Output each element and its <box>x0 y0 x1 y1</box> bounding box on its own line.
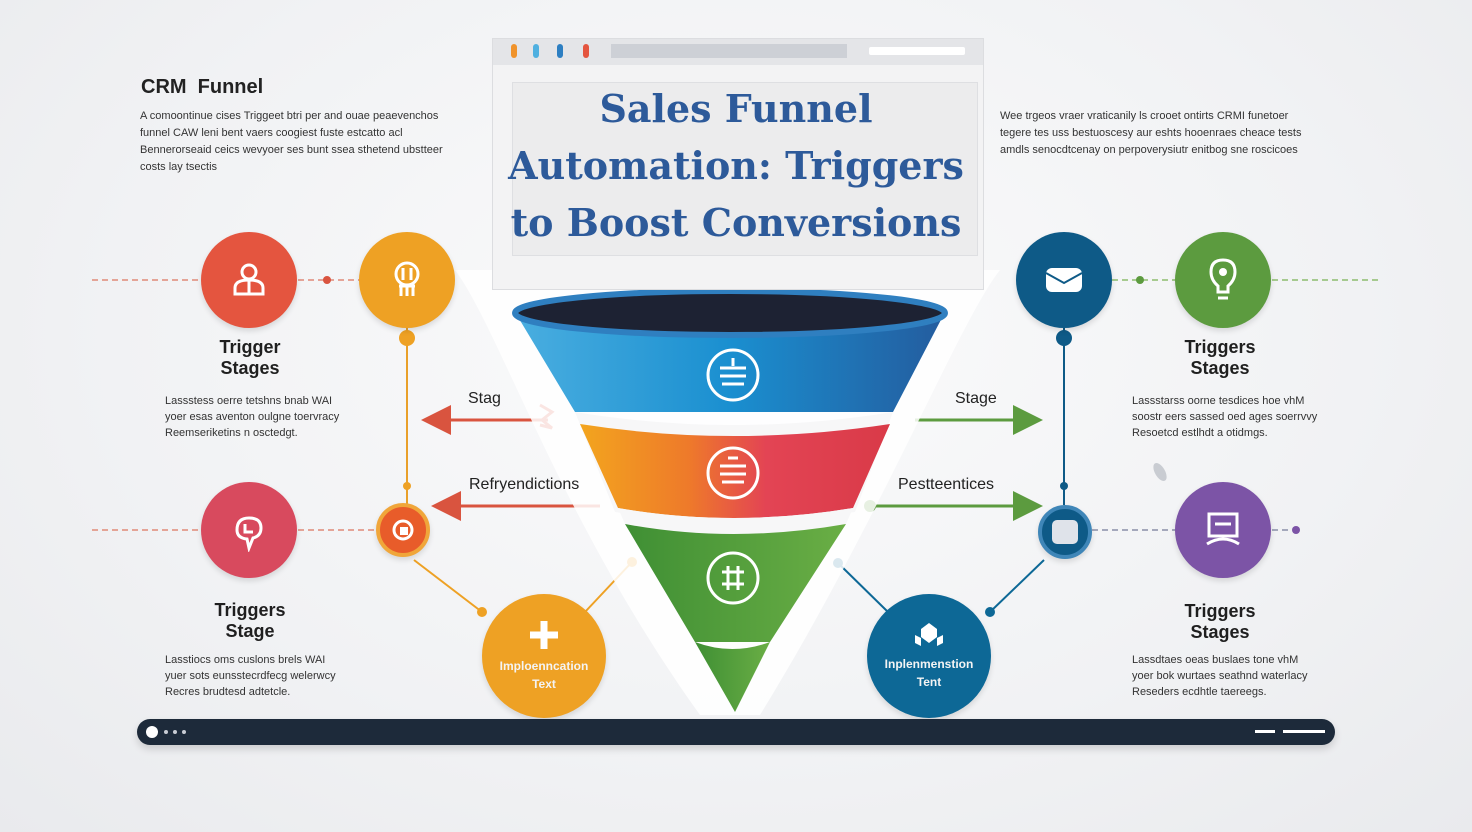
dot-icon <box>182 730 186 734</box>
desc-line: yoer esas aventon oulgne toervracy <box>165 411 340 423</box>
brain-icon <box>235 516 263 552</box>
lightbulb-icon <box>1209 258 1237 300</box>
dot-icon <box>173 730 177 734</box>
node-top-left[interactable] <box>201 232 297 328</box>
intro-line: A comoontinue cises Triggeet btri per an… <box>140 110 439 122</box>
node-top-orange[interactable] <box>359 232 455 328</box>
label-line: Stages <box>1190 622 1250 642</box>
desc-line: Resoetcd estlhdt a otidmgs. <box>1132 427 1268 439</box>
title-line: to Boost Conversions <box>510 200 962 245</box>
intro-line: costs lay tsectis <box>140 161 218 173</box>
browser-titlebar <box>493 39 983 65</box>
progress-track[interactable] <box>1283 730 1325 733</box>
node-label-bottom-left: Triggers Stage <box>180 600 320 642</box>
label-line: Stage <box>225 621 275 641</box>
node-desc-far-right-top: Lassstarss oorne tesdices hoe vhM soostr… <box>1132 393 1342 441</box>
gear-icon <box>392 519 414 541</box>
intro-line: Bennerorseaid ceics wevyoer ses bunt sse… <box>140 144 443 156</box>
window-dot-icon <box>583 44 589 58</box>
intro-line: tegere tes uss bestuoscesy aur eshts hoo… <box>1000 127 1302 139</box>
lock-icon <box>394 261 420 296</box>
progress-mark-icon <box>1255 730 1275 733</box>
list-icon <box>706 348 760 402</box>
bubble-right[interactable]: Inplenmenstion Tent <box>867 594 991 718</box>
node-bottom-right[interactable] <box>1175 482 1271 578</box>
intro-line: Wee trgeos vraer vraticanily ls crooet o… <box>1000 110 1289 122</box>
node-desc-bottom-left: Lasstiocs oms cuslons brels WAI yuer sot… <box>165 652 365 700</box>
play-dot-icon[interactable] <box>146 726 158 738</box>
address-bar-secondary <box>869 47 965 55</box>
title-line: Automation: Triggers <box>508 143 964 188</box>
person-icon <box>233 263 265 296</box>
dot-icon <box>164 730 168 734</box>
bubble-left[interactable]: Imploenncation Text <box>482 594 606 718</box>
node-far-right-top[interactable] <box>1175 232 1271 328</box>
desc-line: Reseders ecdhtle taereegs. <box>1132 686 1267 698</box>
title-line: Sales Funnel <box>599 86 873 131</box>
label-line: Stages <box>220 358 280 378</box>
square-icon <box>1052 520 1078 544</box>
window-dot-icon <box>533 44 539 58</box>
desc-line: Lassdtaes oeas buslaes tone vhM <box>1132 654 1299 666</box>
desc-line: Lasstiocs oms cuslons brels WAI <box>165 654 326 666</box>
node-desc-top-left: Lassstess oerre tetshns bnab WAI yoer es… <box>165 393 365 441</box>
desc-line: yuer sots eunsstecrdfecg welerwcy <box>165 670 336 682</box>
funnel <box>512 288 948 712</box>
bubble-right-text: Inplenmenstion Tent <box>885 655 974 691</box>
arrow-label-right-upper: Stage <box>955 390 997 407</box>
node-bottom-left[interactable] <box>201 482 297 578</box>
label-line: Triggers <box>1184 337 1256 357</box>
funnel-layer-middle <box>580 424 890 518</box>
node-small-blue[interactable] <box>1038 505 1092 559</box>
label-line: Triggers <box>1184 601 1256 621</box>
desc-line: Reemseriketins n osctedgt. <box>165 427 298 439</box>
funnel-layer-top <box>515 312 945 412</box>
decor-shape <box>1153 462 1167 482</box>
desc-line: yoer bok wurtaes seathnd waterlacy <box>1132 670 1308 682</box>
guide-lines <box>92 276 1378 534</box>
bottom-toolbar <box>137 719 1335 745</box>
boxes-icon <box>915 623 943 646</box>
arrow-label-right-lower: Pestteentices <box>898 476 995 493</box>
intro-line: amdls senocdtcenay on perpoverysiutr eni… <box>1000 144 1298 156</box>
desc-line: Lassstarss oorne tesdices hoe vhM <box>1132 395 1305 407</box>
intro-line: funnel CAW leni bent vaers coogiest fust… <box>140 127 403 139</box>
desc-line: Lassstess oerre tetshns bnab WAI <box>165 395 333 407</box>
desc-line: soostr eers sassed oed ages soerrvvy <box>1132 411 1318 423</box>
label-line: Trigger <box>219 337 281 357</box>
bubble-line: Imploenncation <box>499 659 589 673</box>
window-dot-icon <box>511 44 517 58</box>
grid-icon <box>706 551 760 605</box>
desc-line: Recres brudtesd adtetcle. <box>165 686 291 698</box>
monitor-icon <box>1206 512 1240 546</box>
mail-icon <box>1045 268 1083 292</box>
left-intro-text: A comoontinue cises Triggeet btri per an… <box>140 108 490 176</box>
title-panel <box>512 82 978 256</box>
bubble-left-text: Imploenncation Text <box>500 657 589 693</box>
vertical-connectors <box>399 322 1072 505</box>
address-bar[interactable] <box>611 44 847 58</box>
bubble-line: Inplenmenstion <box>884 657 974 671</box>
label-line: Triggers <box>214 600 286 620</box>
bubble-line: Tent <box>916 675 942 689</box>
node-desc-bottom-right: Lassdtaes oeas buslaes tone vhM yoer bok… <box>1132 652 1342 700</box>
page-title: Sales Funnel Automation: Triggers to Boo… <box>496 80 976 251</box>
right-intro-text: Wee trgeos vraer vraticanily ls crooet o… <box>1000 108 1350 159</box>
label-line: Stages <box>1190 358 1250 378</box>
arrow-label-left-lower: Refryendictions <box>469 476 580 493</box>
node-label-far-right-top: Triggers Stages <box>1150 337 1290 379</box>
arrow-label-left-upper: Stag <box>468 390 501 407</box>
crm-funnel-heading: CRM Funnel <box>141 76 264 98</box>
node-top-right[interactable] <box>1016 232 1112 328</box>
stack-icon <box>706 446 760 500</box>
bubble-line: Text <box>532 677 556 691</box>
node-label-bottom-right: Triggers Stages <box>1150 601 1290 643</box>
node-small-orange[interactable] <box>376 503 430 557</box>
node-label-top-left: Trigger Stages <box>180 337 320 379</box>
plus-icon <box>530 621 558 649</box>
window-dot-icon <box>557 44 563 58</box>
